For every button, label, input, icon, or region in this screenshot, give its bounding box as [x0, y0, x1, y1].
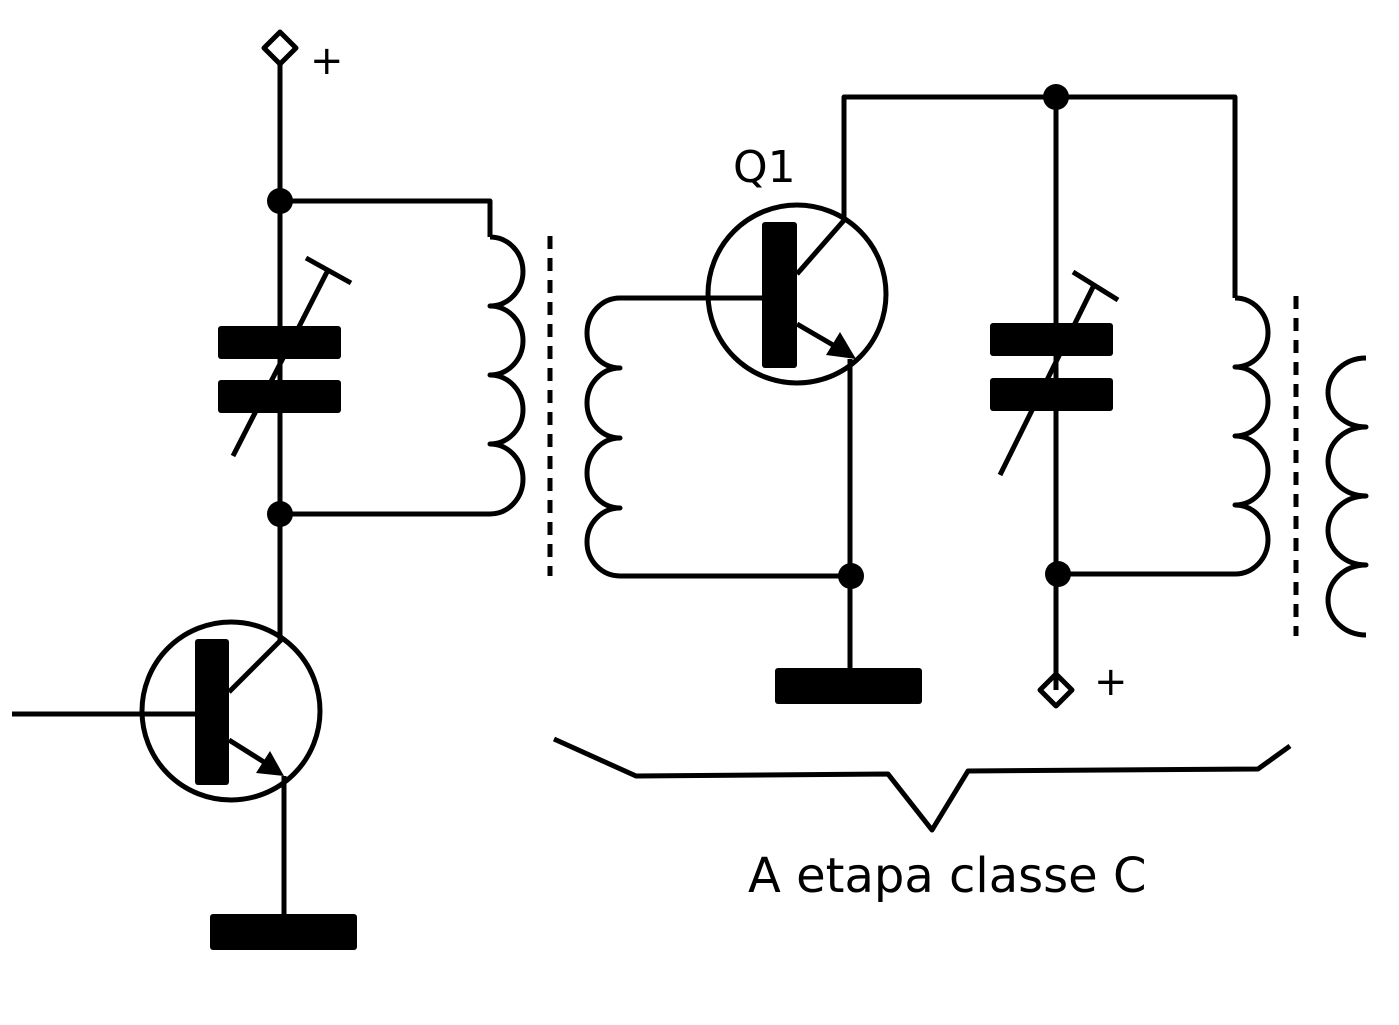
junction-emitter-ground	[838, 563, 864, 589]
transistor-q1-label: Q1	[733, 142, 796, 193]
stage-brace	[552, 736, 1292, 833]
supply-plus-left: +	[310, 38, 344, 84]
supply-terminal-right	[1037, 671, 1075, 709]
ground-left	[210, 914, 357, 950]
supply-terminal-left	[261, 29, 299, 67]
variable-capacitor-right	[990, 269, 1120, 477]
left-stage: +	[12, 29, 553, 950]
variable-capacitor-left	[218, 255, 353, 458]
inductor-tank-right	[1058, 295, 1271, 577]
stage-caption: A etapa classe C	[748, 848, 1146, 904]
class-c-stage: Q1 + A etapa classe C	[552, 84, 1369, 904]
collector-wire	[841, 94, 1238, 298]
transistor-q1	[705, 202, 889, 672]
inductor-secondary-input	[584, 295, 623, 579]
driver-transistor	[12, 619, 323, 920]
inductor-output	[1325, 355, 1369, 638]
ground-right	[775, 668, 922, 704]
left-tank-wire	[280, 198, 493, 237]
inductor-primary-left	[487, 234, 526, 517]
supply-plus-right: +	[1094, 659, 1128, 705]
